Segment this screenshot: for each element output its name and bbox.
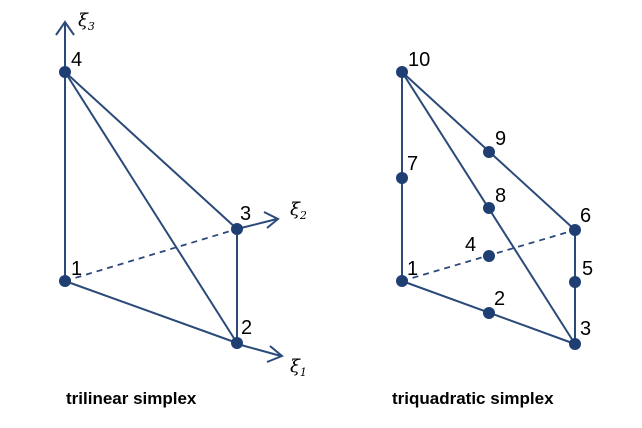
node-1 bbox=[59, 275, 71, 287]
axis-label-xi2: ξ2 bbox=[290, 199, 307, 222]
node-8 bbox=[483, 202, 495, 214]
node-label-2: 2 bbox=[241, 317, 252, 339]
node-label-3: 3 bbox=[240, 203, 251, 225]
axis-label-xi3: ξ3 bbox=[78, 10, 95, 33]
axis-xi3-arrow bbox=[55, 20, 75, 72]
trilinear-simplex: 1 2 3 4 ξ3 ξ2 ξ1 trilinear simplex bbox=[55, 10, 307, 408]
node-2 bbox=[231, 337, 243, 349]
node-label-7: 7 bbox=[407, 153, 418, 175]
node-label-9: 9 bbox=[495, 128, 506, 150]
axis-xi2-arrow bbox=[240, 211, 280, 229]
edge-4-3 bbox=[64, 71, 238, 230]
node-6 bbox=[569, 224, 581, 236]
node-label-2: 2 bbox=[494, 288, 505, 310]
node-7 bbox=[396, 172, 408, 184]
node-label-5: 5 bbox=[582, 258, 593, 280]
node-label-8: 8 bbox=[495, 185, 506, 207]
node-4 bbox=[59, 66, 71, 78]
node-9 bbox=[483, 146, 495, 158]
node-3 bbox=[231, 223, 243, 235]
node-4 bbox=[483, 250, 495, 262]
edge-1-3-dashed bbox=[64, 228, 238, 282]
node-label-1: 1 bbox=[407, 258, 418, 280]
axis-label-xi1: ξ1 bbox=[290, 356, 307, 379]
node-2 bbox=[483, 307, 495, 319]
node-5 bbox=[569, 276, 581, 288]
node-label-10: 10 bbox=[408, 49, 430, 71]
node-3 bbox=[569, 338, 581, 350]
node-label-4: 4 bbox=[71, 49, 82, 71]
edge-1-2 bbox=[64, 280, 238, 344]
node-label-6: 6 bbox=[580, 205, 591, 227]
caption-trilinear: trilinear simplex bbox=[66, 389, 197, 408]
node-10 bbox=[396, 66, 408, 78]
node-label-3: 3 bbox=[580, 318, 591, 340]
edge-4-2 bbox=[64, 71, 238, 344]
node-1 bbox=[396, 275, 408, 287]
caption-triquadratic: triquadratic simplex bbox=[392, 389, 554, 408]
node-label-4: 4 bbox=[465, 234, 476, 256]
axis-xi1-arrow bbox=[240, 344, 284, 363]
node-label-1: 1 bbox=[71, 258, 82, 280]
triquadratic-simplex: 1 2 3 4 5 6 7 8 9 10 triquadratic simple… bbox=[392, 49, 593, 408]
